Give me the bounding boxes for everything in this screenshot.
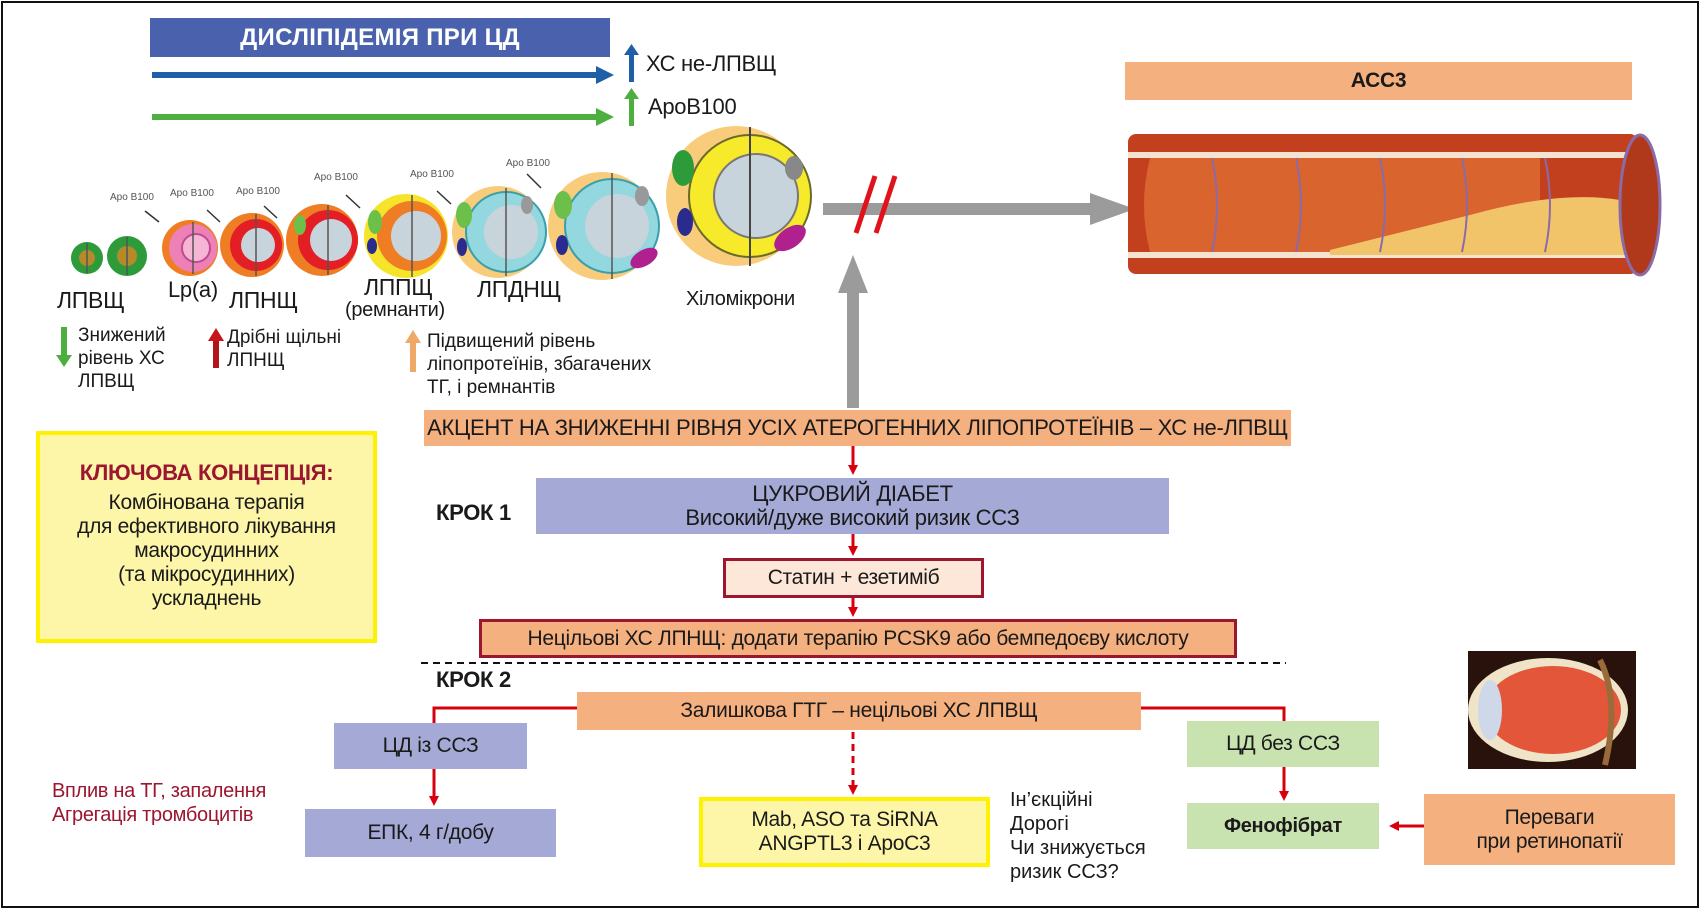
key-concept-line: для ефективного лікування (77, 515, 336, 538)
epa-note-line: Вплив на ТГ, запалення (52, 780, 266, 802)
flow-connectors (429, 446, 1424, 831)
gray-arrow-up (838, 255, 868, 408)
particle-ldl (220, 213, 284, 277)
legend-hdl-line: Знижений (78, 325, 166, 346)
fenofibrate-box: Фенофібрат (1187, 803, 1379, 849)
diabetes-title: ЦУКРОВИЙ ДІАБЕТ (752, 481, 953, 506)
key-concept-line: ускладнень (151, 587, 262, 610)
apo-label: Apo B100 (170, 188, 214, 199)
focus-non-hdl-box: АКЦЕНТ НА ЗНИЖЕННІ РІВНЯ УСІХ АТЕРОГЕННИ… (424, 410, 1291, 446)
without-cvd-text: ЦД без ССЗ (1226, 732, 1340, 755)
statin-ezetimibe-box: Статин + езетиміб (723, 558, 984, 598)
particle-lpa (162, 220, 218, 276)
fenofibrate-text: Фенофібрат (1223, 815, 1343, 837)
epa-note-line: Агрегація тромбоцитів (52, 804, 254, 826)
with-cvd-text: ЦД із ССЗ (382, 734, 479, 757)
epa-box: ЕПК, 4 г/добу (305, 809, 556, 857)
residual-tg-text: Залишкова ГТГ – нецільові ХС ЛПВЩ (680, 699, 1038, 722)
particle-label-hdl: ЛПВЩ (57, 287, 125, 313)
apo-pointers (144, 173, 542, 223)
gray-arrow-to-ascvd (823, 193, 1135, 225)
trend-label-non-hdl: ХС не-ЛПВЩ (646, 51, 777, 76)
red-break-mark (853, 175, 898, 234)
injectables-note-line: Ін’єкційні (1010, 789, 1093, 811)
particle-hdl (71, 236, 147, 276)
particle-label-vldl: ЛПДНЩ (477, 276, 561, 302)
statin-text: Статин + езетиміб (767, 566, 940, 589)
particle-vldl-large (548, 172, 660, 280)
key-concept-line: (та мікросудинних) (118, 563, 295, 586)
step1-label: КРОК 1 (436, 500, 511, 525)
injectables-note-line: Чи знижується (1010, 837, 1146, 859)
apo-label: Apo B100 (314, 172, 358, 183)
ascvd-label: АСС3 (1350, 69, 1407, 92)
diabetes-with-cvd-box: ЦД із ССЗ (334, 723, 527, 769)
eye-retinopathy-illustration (1468, 651, 1636, 769)
particle-label-ldl: ЛПНЩ (229, 287, 298, 313)
diabetes-box: ЦУКРОВИЙ ДІАБЕТ Високий/дуже високий риз… (536, 478, 1169, 534)
particle-ldl-large (286, 204, 358, 276)
trend-label-apob100: ApoB100 (648, 94, 737, 119)
particle-sublabel-remnants: (ремнанти) (345, 299, 445, 321)
down-arrow-icon (56, 327, 72, 367)
retinopathy-line: Переваги (1504, 805, 1595, 829)
blue-trend-arrow (152, 66, 614, 84)
diabetes-subtitle: Високий/дуже високий ризик ССЗ (685, 505, 1020, 530)
key-concept-box: КЛЮЧОВА КОНЦЕПЦІЯ: Комбінована терапія д… (36, 431, 377, 643)
non-target-ldl-box: Нецільові ХС ЛПНЩ: додати терапію PCSK9 … (479, 619, 1237, 658)
retinopathy-benefit-box: Переваги при ретинопатії (1424, 794, 1675, 865)
legend-tg-line: ТГ, і ремнантів (427, 377, 556, 398)
apo-label: Apo B100 (506, 158, 550, 169)
epa-text: ЕПК, 4 г/добу (367, 821, 494, 844)
up-arrow-icon (624, 44, 639, 82)
injectables-note-line: ризик ССЗ? (1010, 861, 1119, 883)
particle-label-lpa: Lp(a) (168, 277, 218, 302)
injectables-box: Mab, ASO та SiRNA ANGPTL3 і ApoC3 (699, 797, 990, 867)
focus-text: АКЦЕНТ НА ЗНИЖЕННІ РІВНЯ УСІХ АТЕРОГЕННИ… (427, 415, 1288, 440)
non-target-ldl-text: Нецільові ХС ЛПНЩ: додати терапію PCSK9 … (527, 626, 1189, 650)
injectables-line: Mab, ASO та SiRNA (751, 808, 938, 831)
apo-label: Apo B100 (410, 169, 454, 180)
apo-label: Apo B100 (236, 186, 280, 197)
key-concept-line: макросудинних (134, 539, 279, 562)
particle-label-idl: ЛППЩ (364, 274, 433, 300)
particle-chylomicron (666, 126, 812, 266)
artery-illustration (1128, 133, 1662, 277)
up-arrow-icon (208, 328, 224, 368)
legend-tg-line: ліпопротеїнів, збагачених (427, 354, 652, 375)
key-concept-line: Комбінована терапія (108, 491, 305, 514)
up-arrow-icon (624, 88, 639, 126)
legend-hdl-line: ЛПВЩ (78, 371, 135, 392)
ascvd-box: АСС3 (1125, 62, 1632, 100)
particle-label-chylomicrons: Хіломікрони (686, 288, 795, 310)
title-banner: ДИСЛІПІДЕМІЯ ПРИ ЦД (150, 18, 610, 57)
particle-vldl (452, 186, 547, 278)
residual-tg-box: Залишкова ГТГ – нецільові ХС ЛПВЩ (577, 692, 1141, 730)
legend-ldl-line: Дрібні щільні (227, 327, 342, 348)
legend-ldl-line: ЛПНЩ (227, 350, 285, 371)
particle-idl (364, 194, 448, 278)
retinopathy-line: при ретинопатії (1476, 829, 1623, 853)
apo-label: Apo B100 (110, 192, 154, 203)
legend-tg-line: Підвищений рівень (427, 331, 596, 352)
key-concept-heading: КЛЮЧОВА КОНЦЕПЦІЯ: (79, 460, 334, 485)
legend-hdl-line: рівень ХС (78, 348, 165, 369)
injectables-note-line: Дорогі (1010, 813, 1069, 835)
step2-label: КРОК 2 (436, 667, 511, 692)
green-trend-arrow (152, 108, 614, 126)
up-arrow-icon (405, 330, 421, 372)
injectables-line: ANGPTL3 і ApoC3 (758, 832, 931, 855)
diabetes-without-cvd-box: ЦД без ССЗ (1187, 721, 1379, 767)
